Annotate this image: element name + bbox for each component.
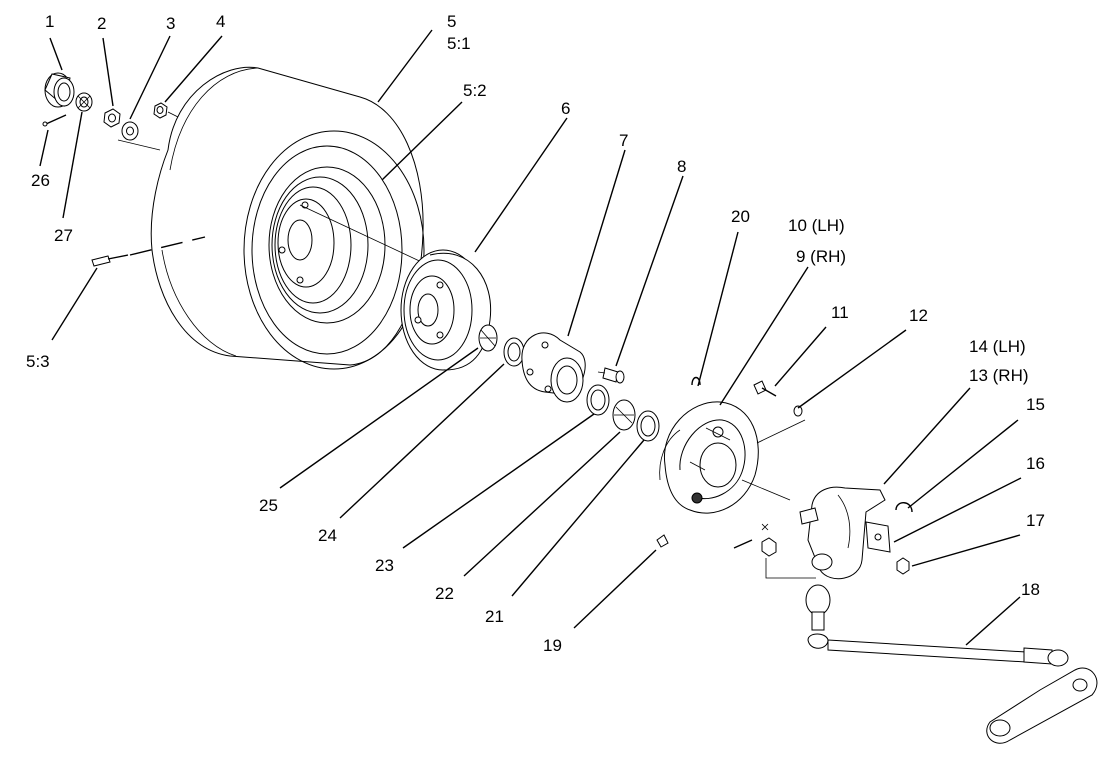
callout-5: 5: [447, 12, 456, 31]
callout-20: 20: [731, 207, 750, 226]
part-17-nut: [896, 557, 910, 575]
part-19-plug: [656, 534, 669, 548]
callout-13: 13 (RH): [969, 366, 1029, 385]
part-6-brake-drum: [400, 249, 492, 371]
callout-2: 2: [97, 14, 106, 33]
part-16-bracket: [865, 521, 891, 553]
callout-11: 11: [831, 303, 849, 322]
part-27-castle-nut: [75, 92, 93, 112]
part-1-hub-cap: [44, 72, 75, 108]
callout-3: 3: [166, 14, 175, 33]
part-26-cotter-pin: [42, 114, 67, 127]
part-18-tie-rod: [805, 584, 1069, 667]
callout-26: 26: [31, 171, 50, 190]
leader-lines: [39, 29, 1022, 646]
part-7-hub: [521, 332, 586, 403]
callout-8: 8: [677, 157, 686, 176]
part-8-stud: [597, 367, 625, 384]
part-12-nut: [793, 405, 803, 417]
spindle-hardware: [733, 523, 816, 579]
callout-1: 1: [45, 12, 54, 31]
part-24-bearing-cup: [503, 337, 525, 367]
callout-5-3: 5:3: [26, 352, 50, 371]
part-20-clip: [691, 376, 701, 386]
callout-16: 16: [1026, 454, 1045, 473]
callout-14: 14 (LH): [969, 337, 1026, 356]
callout-21: 21: [485, 607, 504, 626]
callout-24: 24: [318, 526, 337, 545]
part-21-seal: [636, 410, 660, 442]
callout-12: 12: [909, 306, 928, 325]
steering-arm: [986, 667, 1098, 744]
callout-5-2: 5:2: [463, 81, 487, 100]
callout-5-1: 5:1: [447, 34, 471, 53]
callout-9: 9 (RH): [796, 247, 846, 266]
part-5-2-rim: [268, 166, 386, 324]
part-15-clip: [895, 502, 913, 513]
part-9-brake-assembly: [659, 401, 759, 514]
callout-27: 27: [54, 226, 73, 245]
part-3-washer: [121, 121, 139, 141]
callout-4: 4: [216, 12, 225, 31]
callout-18: 18: [1021, 580, 1040, 599]
callout-10: 10 (LH): [788, 216, 845, 235]
callout-7: 7: [619, 131, 628, 150]
callout-15: 15: [1026, 395, 1045, 414]
callout-labels: 1 2 3 4 5 5:1 5:2 5:3 6 7 8 9 (RH) 10 (L…: [26, 12, 1045, 655]
callout-6: 6: [561, 99, 570, 118]
part-23-bearing-cup: [586, 384, 610, 416]
callout-25: 25: [259, 496, 278, 515]
part-11-bolt: [753, 380, 777, 397]
part-5-3-valve-stem: [91, 254, 129, 267]
callout-17: 17: [1026, 511, 1045, 530]
callout-19: 19: [543, 636, 562, 655]
part-25-bearing: [478, 324, 498, 352]
callout-22: 22: [435, 584, 454, 603]
part-13-spindle: [799, 486, 886, 580]
part-2-nut: [103, 108, 121, 128]
callout-23: 23: [375, 556, 394, 575]
part-22-bearing: [612, 399, 636, 431]
